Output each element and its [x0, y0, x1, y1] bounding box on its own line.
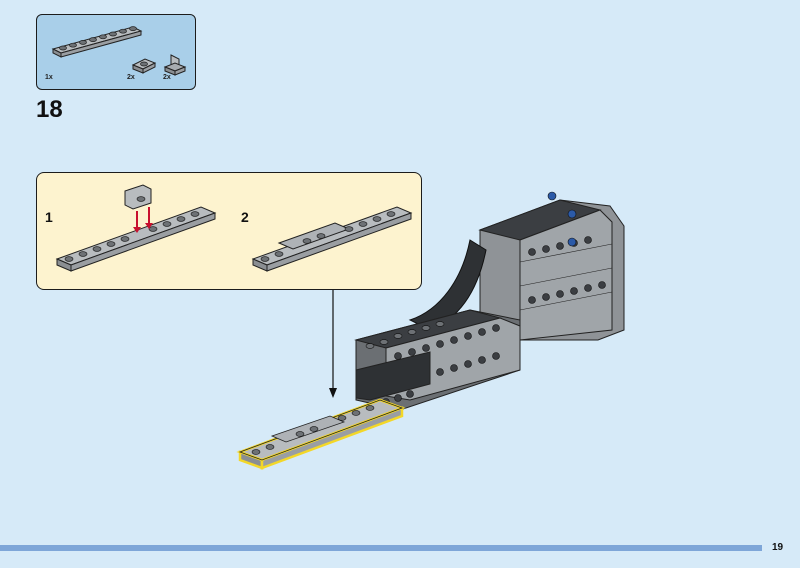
sub-step-1-illustration — [55, 184, 217, 272]
plate-1x8-icon — [51, 26, 143, 58]
part-qty-2: 2x — [127, 74, 135, 81]
parts-list-box: 1x 2x 2x — [36, 14, 196, 90]
sub-assembly-panel: 1 2 — [36, 172, 422, 290]
step-number: 18 — [36, 96, 63, 123]
page-footer-bar — [0, 545, 762, 551]
plate-with-clip-icon — [131, 58, 157, 74]
part-qty-3: 2x — [163, 74, 171, 81]
page-number: 19 — [772, 542, 784, 553]
part-qty-1: 1x — [45, 74, 53, 81]
sub-step-2-illustration — [251, 206, 413, 272]
sub-step-2-label: 2 — [241, 209, 249, 225]
bracket-icon — [163, 54, 187, 76]
sub-step-1-label: 1 — [45, 209, 53, 225]
